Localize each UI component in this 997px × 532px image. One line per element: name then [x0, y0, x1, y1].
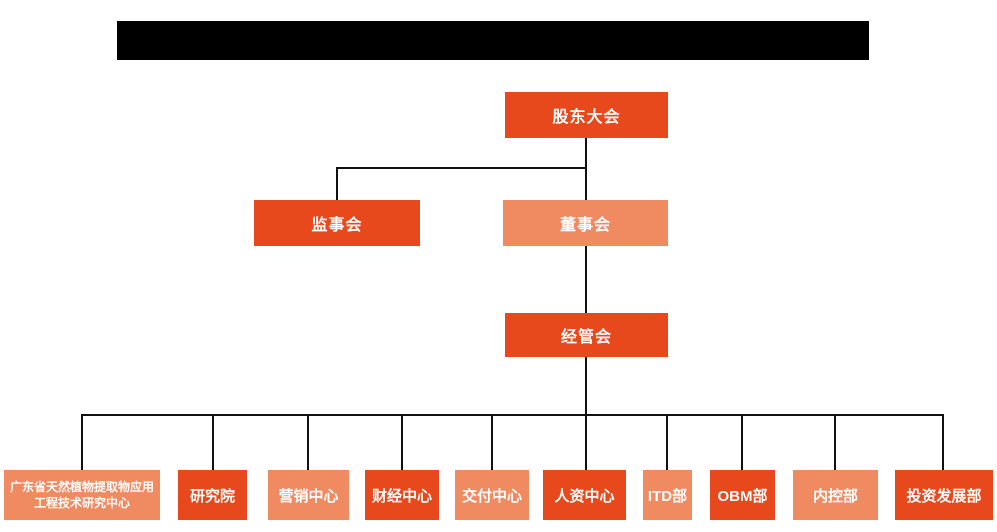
- org-node-dept-marketing-center: 营销中心: [268, 470, 349, 520]
- org-node-dept-investment-development: 投资发展部: [895, 470, 993, 520]
- connector-branch-to-supervisory: [336, 167, 338, 200]
- org-node-label: 股东大会: [552, 109, 621, 126]
- redacted-title-bar: [117, 21, 869, 60]
- org-node-label: 财经中心: [371, 487, 432, 505]
- org-node-label: 交付中心: [461, 487, 522, 505]
- connector-drop-obm: [741, 414, 743, 470]
- org-node-label: 广东省天然植物提取物应用工程技术研究中心: [9, 479, 154, 510]
- connector-drop-itd: [666, 414, 668, 470]
- org-node-label: 投资发展部: [906, 487, 982, 505]
- connector-board-to-management: [585, 246, 587, 313]
- org-node-label: 研究院: [189, 487, 235, 505]
- connector-drop-investment: [942, 414, 944, 470]
- org-node-label: 监事会: [311, 217, 363, 234]
- org-node-dept-research-institute: 研究院: [178, 470, 247, 520]
- org-node-supervisory-board: 监事会: [254, 200, 420, 246]
- connector-drop-research-center: [81, 414, 83, 470]
- connector-drop-delivery: [491, 414, 493, 470]
- connector-drop-internal-control: [834, 414, 836, 470]
- connector-management-to-bus: [585, 357, 587, 470]
- connector-drop-research-institute: [212, 414, 214, 470]
- org-node-dept-delivery-center: 交付中心: [455, 470, 529, 520]
- org-node-dept-itd: ITD部: [643, 470, 692, 520]
- org-node-board-of-directors: 董事会: [503, 200, 668, 246]
- org-node-label: ITD部: [647, 487, 688, 505]
- connector-drop-finance: [401, 414, 403, 470]
- org-node-dept-internal-control: 内控部: [793, 470, 878, 520]
- org-node-label: 人资中心: [554, 487, 615, 505]
- org-node-label: 董事会: [559, 217, 611, 234]
- connector-drop-marketing: [307, 414, 309, 470]
- org-node-dept-finance-center: 财经中心: [365, 470, 439, 520]
- org-node-shareholders-meeting: 股东大会: [505, 92, 668, 138]
- org-node-dept-obm: OBM部: [710, 470, 775, 520]
- org-node-label: OBM部: [717, 487, 768, 505]
- connector-bus-horizontal: [81, 414, 944, 416]
- connector-root-to-board: [585, 138, 587, 200]
- org-node-label: 经管会: [560, 329, 612, 346]
- org-node-management-committee: 经管会: [505, 313, 668, 357]
- org-node-label: 营销中心: [278, 487, 339, 505]
- org-node-dept-research-center: 广东省天然植物提取物应用工程技术研究中心: [4, 470, 160, 520]
- connector-branch-horizontal: [336, 167, 587, 169]
- org-node-dept-hr-center: 人资中心: [543, 470, 626, 520]
- org-node-label: 内控部: [812, 487, 858, 505]
